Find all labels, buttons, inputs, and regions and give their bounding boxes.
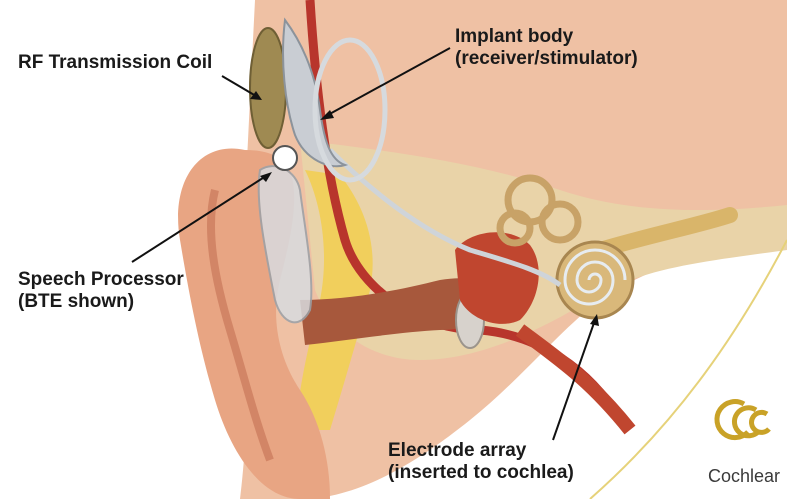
speech-processor-label-line2: (BTE shown): [18, 291, 184, 313]
rf-coil-label-text: RF Transmission Coil: [18, 52, 212, 74]
brand-name: Cochlear: [708, 466, 780, 487]
cochlear-logo-icon: [717, 402, 769, 438]
processor-head: [273, 146, 297, 170]
electrode-array-label-line1: Electrode array: [388, 440, 574, 462]
electrode-array-label: Electrode array (inserted to cochlea): [388, 440, 574, 484]
implant-body-label: Implant body (receiver/stimulator): [455, 26, 638, 70]
speech-processor-label-line1: Speech Processor: [18, 269, 184, 291]
speech-processor-label: Speech Processor (BTE shown): [18, 269, 184, 313]
rf-coil-label: RF Transmission Coil: [18, 52, 212, 74]
implant-body-label-line1: Implant body: [455, 26, 638, 48]
rf-coil: [250, 28, 286, 148]
electrode-array-label-line2: (inserted to cochlea): [388, 462, 574, 484]
cochlea: [557, 242, 633, 318]
implant-body-label-line2: (receiver/stimulator): [455, 48, 638, 70]
